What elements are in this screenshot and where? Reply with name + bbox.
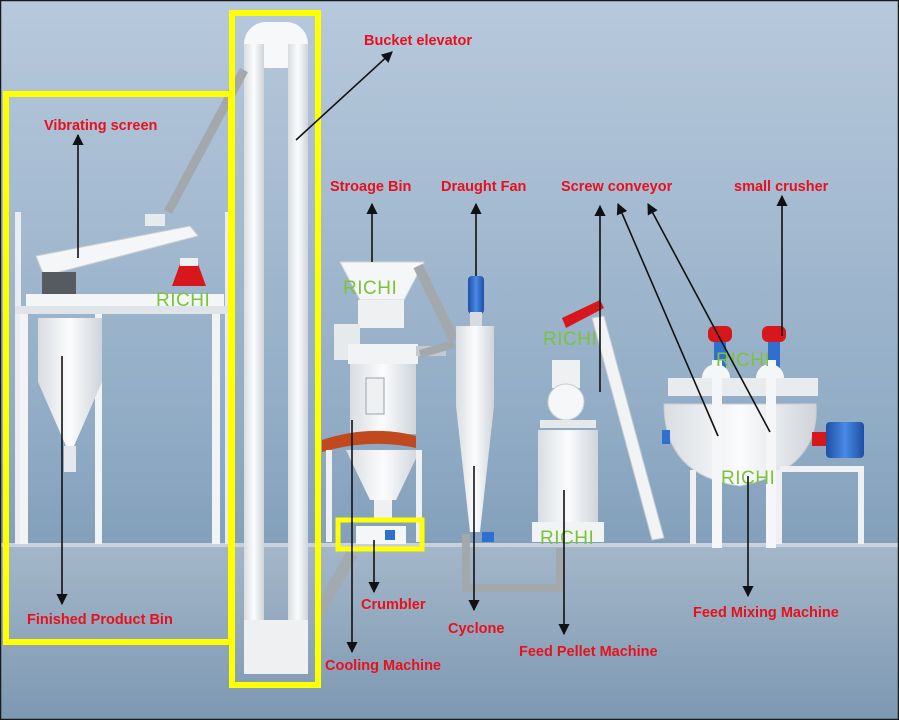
label-draught-fan: Draught Fan <box>441 179 526 195</box>
brand-mark: RICHI <box>156 290 210 311</box>
arrow-bucket-elevator <box>295 51 393 141</box>
arrows <box>56 51 788 654</box>
label-feed-mixing-machine: Feed Mixing Machine <box>693 605 839 621</box>
highlight-bucket-elevator <box>229 10 321 688</box>
label-feed-pellet-machine: Feed Pellet Machine <box>519 644 658 660</box>
arrow-screw-conveyor-2 <box>616 202 719 437</box>
label-bucket-elevator: Bucket elevator <box>364 33 472 49</box>
crumbler <box>356 526 406 544</box>
labels: Bucket elevator Vibrating screen Stroage… <box>27 33 839 674</box>
cyclone <box>418 326 564 592</box>
brand-mark: RICHI <box>540 528 594 549</box>
label-small-crusher: small crusher <box>734 179 829 195</box>
arrow-screw-conveyor-3 <box>647 203 771 433</box>
brand-mark: RICHI <box>543 329 597 350</box>
draught-fan <box>468 276 484 328</box>
floor-line <box>0 543 899 547</box>
label-finished-product-bin: Finished Product Bin <box>27 612 173 628</box>
highlight-crumbler <box>335 517 425 552</box>
cooling-machine <box>322 344 446 542</box>
label-screw-conveyor: Screw conveyor <box>561 179 673 195</box>
feed-pellet-machine <box>532 360 604 542</box>
bucket-elevator <box>164 22 358 674</box>
feed-mixing-machine <box>662 360 864 548</box>
brand-mark: RICHI <box>343 278 397 299</box>
label-cyclone: Cyclone <box>448 621 504 637</box>
label-cooling-machine: Cooling Machine <box>325 658 441 674</box>
label-crumbler: Crumbler <box>361 597 426 613</box>
vibrating-screen <box>26 214 224 306</box>
floor <box>0 546 899 720</box>
brand-mark: RICHI <box>716 350 770 371</box>
label-vibrating-screen: Vibrating screen <box>44 118 157 134</box>
storage-bin <box>334 261 459 360</box>
label-storage-bin: Stroage Bin <box>330 179 411 195</box>
